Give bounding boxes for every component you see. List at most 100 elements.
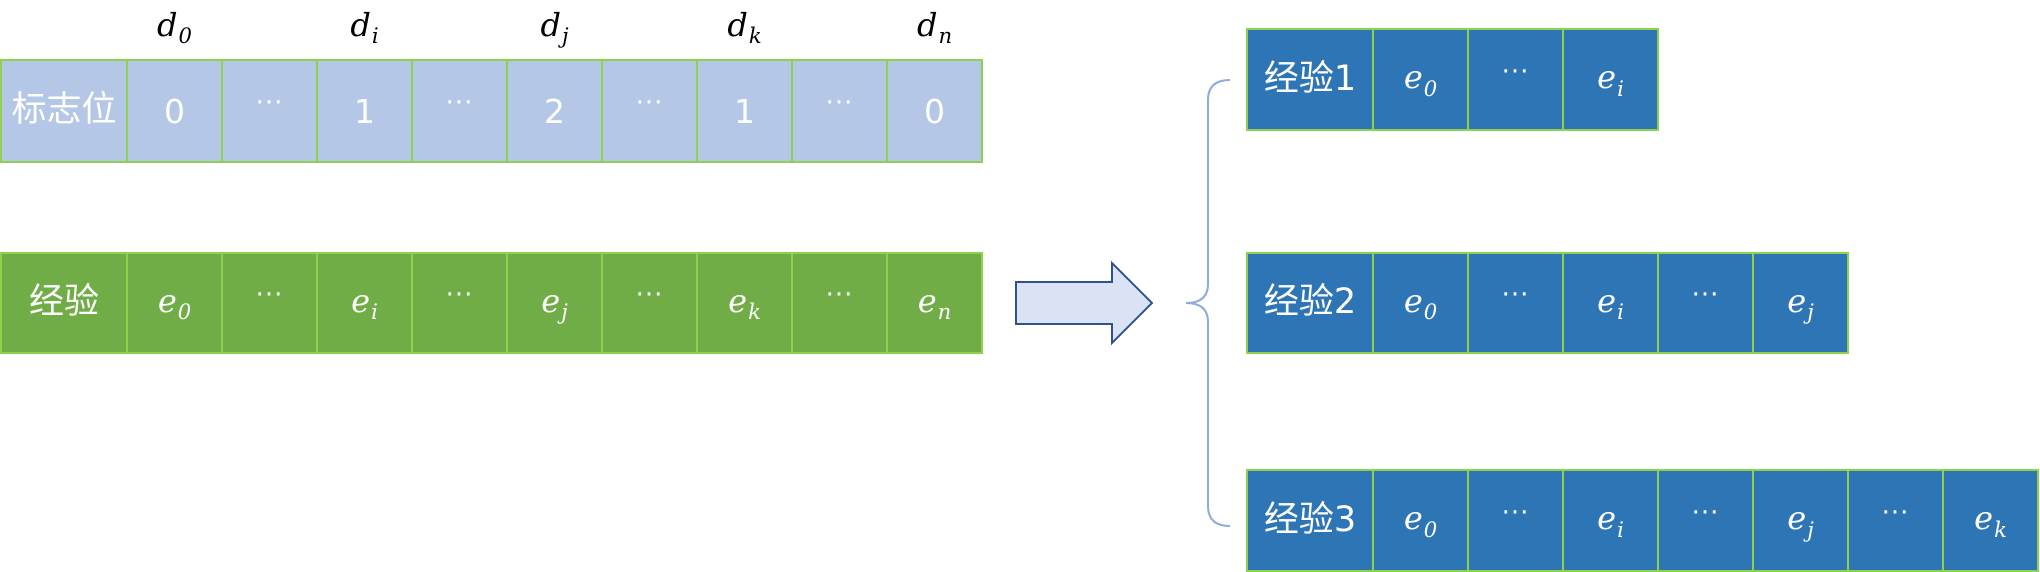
flag-value-cell: 1 — [698, 59, 793, 163]
flag-value: 0 — [164, 91, 185, 131]
symbol-subscript: 0 — [1423, 516, 1438, 542]
symbol-base: e — [541, 281, 561, 320]
experience-row-label: 经验 — [0, 252, 128, 354]
ellipsis-cell: ··· — [223, 252, 318, 354]
flag-value-cell: 2 — [508, 59, 603, 163]
experience-group-3: 经验3 e0···ei···ej···ek — [1246, 469, 2039, 572]
ellipsis: ··· — [635, 88, 664, 118]
experience-cell: e0 — [128, 252, 223, 354]
symbol-base: e — [1403, 281, 1423, 320]
symbol-base: e — [1403, 499, 1423, 538]
ellipsis-cell: ··· — [793, 252, 888, 354]
flag-value: 1 — [354, 91, 375, 131]
index-label: d0 — [127, 6, 223, 48]
symbol-base: d — [540, 6, 561, 44]
index-label: dj — [507, 6, 603, 48]
ellipsis: ··· — [255, 280, 284, 310]
symbol-subscript: k — [1994, 516, 2007, 542]
index-label: dk — [697, 6, 793, 48]
symbol-subscript: j — [1807, 516, 1814, 542]
ellipsis: ··· — [1691, 497, 1720, 528]
ellipsis-cell: ··· — [1849, 469, 1944, 572]
symbol-base: e — [1974, 499, 1994, 538]
flag-value: 0 — [924, 91, 945, 131]
group-label: 经验2 — [1246, 252, 1374, 354]
experience-cell: ek — [698, 252, 793, 354]
symbol-subscript: i — [1617, 516, 1624, 542]
experience-cell: e0 — [1374, 469, 1469, 572]
ellipsis-cell: ··· — [413, 59, 508, 163]
experience-cell: ek — [1944, 469, 2039, 572]
experience-symbol: en — [918, 282, 952, 324]
symbol-base: d — [350, 6, 371, 44]
symbol-base: e — [1597, 281, 1617, 320]
flag-value-cell: 1 — [318, 59, 413, 163]
symbol-base: e — [1597, 58, 1617, 97]
experience-symbol: e0 — [1404, 499, 1437, 541]
symbol-subscript: j — [561, 23, 569, 49]
flag-value: 2 — [544, 91, 565, 131]
group-label: 经验1 — [1246, 28, 1374, 131]
experience-cell: en — [888, 252, 983, 354]
experience-symbol: ej — [1787, 282, 1813, 324]
flag-row: 标志位 0···1···2···1···0 — [0, 59, 983, 163]
symbol-base: e — [917, 281, 937, 320]
symbol-subscript: n — [938, 23, 953, 49]
right-arrow-icon — [1015, 260, 1154, 346]
experience-group-2: 经验2 e0···ei···ej — [1246, 252, 1849, 354]
symbol-subscript: 0 — [178, 23, 192, 49]
symbol-base: d — [916, 6, 938, 44]
experience-symbol: ei — [1597, 499, 1624, 541]
experience-cell: e0 — [1374, 252, 1469, 354]
ellipsis: ··· — [1881, 497, 1910, 528]
ellipsis-cell: ··· — [1659, 252, 1754, 354]
experience-symbol: ej — [541, 282, 567, 324]
symbol-base: e — [157, 281, 177, 320]
ellipsis: ··· — [1501, 280, 1530, 310]
flag-value-cell: 0 — [128, 59, 223, 163]
experience-cell: ei — [1564, 469, 1659, 572]
experience-symbol: ek — [1974, 499, 2007, 541]
experience-cell: ei — [1564, 28, 1659, 131]
ellipsis-cell: ··· — [603, 59, 698, 163]
group-label: 经验3 — [1246, 469, 1374, 572]
ellipsis: ··· — [255, 88, 284, 118]
symbol-base: e — [351, 281, 371, 320]
ellipsis-cell: ··· — [1469, 252, 1564, 354]
symbol-subscript: i — [371, 23, 379, 49]
symbol-base: e — [1787, 281, 1807, 320]
ellipsis: ··· — [445, 280, 474, 310]
symbol-subscript: j — [561, 299, 568, 325]
flag-value-cell: 0 — [888, 59, 983, 163]
index-label: dn — [887, 6, 983, 48]
symbol-base: d — [157, 6, 178, 44]
experience-cell: ej — [508, 252, 603, 354]
left-brace-icon — [1185, 79, 1231, 527]
symbol-subscript: 0 — [1423, 299, 1438, 325]
experience-cell: ej — [1754, 252, 1849, 354]
symbol-subscript: 0 — [1423, 75, 1438, 101]
ellipsis-cell: ··· — [793, 59, 888, 163]
experience-cell: e0 — [1374, 28, 1469, 131]
experience-symbol: ek — [728, 282, 761, 324]
symbol-subscript: n — [937, 299, 952, 325]
ellipsis: ··· — [1501, 56, 1530, 87]
symbol-subscript: i — [1617, 75, 1624, 101]
ellipsis-cell: ··· — [223, 59, 318, 163]
ellipsis-cell: ··· — [1659, 469, 1754, 572]
experience-symbol: ei — [1597, 282, 1624, 324]
symbol-subscript: i — [371, 299, 378, 325]
symbol-base: e — [1403, 58, 1423, 97]
experience-symbol: ei — [351, 282, 378, 324]
symbol-subscript: k — [748, 23, 762, 49]
experience-symbol: e0 — [1404, 282, 1437, 324]
experience-cell: ei — [318, 252, 413, 354]
ellipsis: ··· — [1501, 497, 1530, 528]
experience-cell: ej — [1754, 469, 1849, 572]
ellipsis: ··· — [635, 280, 664, 310]
experience-group-1: 经验1 e0···ei — [1246, 28, 1659, 131]
flag-row-label: 标志位 — [0, 59, 128, 163]
ellipsis-cell: ··· — [1469, 28, 1564, 131]
